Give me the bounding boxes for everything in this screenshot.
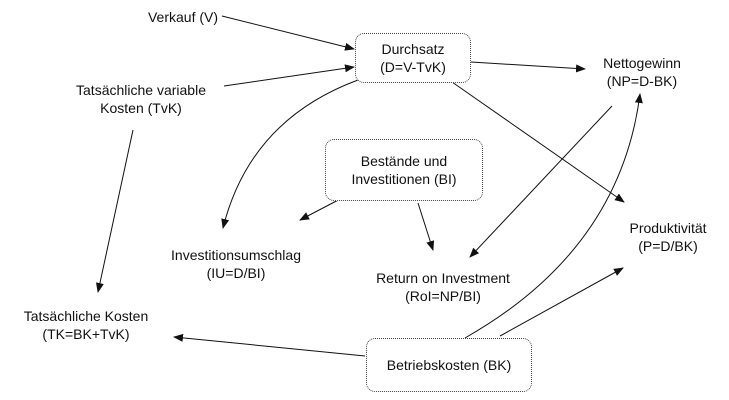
node-bestaende-line2: Investitionen (BI) (351, 171, 457, 187)
node-variable-kosten: Tatsächliche variable Kosten (TvK) (76, 81, 206, 117)
node-investitionsumschlag-line1: Investitionsumschlag (171, 247, 301, 263)
node-investitionsumschlag-line2: (IU=D/BI) (206, 265, 266, 281)
node-roi: Return on Investment (RoI=NP/BI) (376, 269, 510, 305)
node-produktivitaet-line1: Produktivität (629, 220, 707, 236)
node-variable-kosten-line2: Kosten (TvK) (100, 100, 182, 116)
node-tatsaechliche-kosten: Tatsächliche Kosten (TK=BK+TvK) (24, 307, 149, 343)
node-tatsaechliche-kosten-line1: Tatsächliche Kosten (23, 308, 149, 324)
arrow-verkauf-to-durchsatz (221, 15, 355, 51)
node-verkauf-line1: Verkauf (V) (147, 9, 219, 25)
node-roi-line1: Return on Investment (376, 270, 510, 286)
node-investitionsumschlag: Investitionsumschlag (IU=D/BI) (171, 246, 301, 282)
node-betriebskosten-line1: Betriebskosten (BK) (386, 357, 512, 373)
node-betriebskosten: Betriebskosten (BK) (366, 338, 532, 392)
arrow-nettogewinn-to-roi (469, 105, 613, 258)
arrow-durchsatz-to-investitionsumschlag (221, 79, 359, 229)
node-durchsatz-line1: Durchsatz (381, 41, 445, 57)
node-durchsatz-line2: (D=V-TvK) (380, 59, 446, 75)
arrow-durchsatz-to-produktivitaet (451, 81, 625, 203)
arrow-bestaende-to-roi (417, 202, 435, 251)
arrow-variable-kosten-to-durchsatz (223, 64, 355, 87)
node-nettogewinn-line2: (NP=D-BK) (606, 73, 678, 89)
node-bestaende-line1: Bestände und (360, 153, 448, 169)
node-roi-line2: (RoI=NP/BI) (405, 288, 481, 304)
arrow-betriebskosten-to-nettogewinn (464, 93, 643, 339)
node-bestaende: Bestände und Investitionen (BI) (325, 139, 483, 201)
node-variable-kosten-line1: Tatsächliche variable (76, 82, 206, 98)
node-verkauf: Verkauf (V) (148, 8, 218, 26)
node-produktivitaet: Produktivität (P=D/BK) (629, 219, 706, 255)
arrow-variable-kosten-to-tatsaechliche-kosten (95, 129, 134, 293)
node-nettogewinn: Nettogewinn (NP=D-BK) (603, 54, 681, 90)
node-tatsaechliche-kosten-line2: (TK=BK+TvK) (42, 326, 130, 342)
node-produktivitaet-line2: (P=D/BK) (638, 238, 698, 254)
arrow-durchsatz-to-nettogewinn (470, 61, 586, 73)
node-durchsatz: Durchsatz (D=V-TvK) (355, 33, 471, 83)
arrow-betriebskosten-to-tatsaechliche-kosten (173, 333, 366, 357)
node-nettogewinn-line1: Nettogewinn (603, 55, 681, 71)
arrow-betriebskosten-to-produktivitaet (499, 267, 624, 337)
